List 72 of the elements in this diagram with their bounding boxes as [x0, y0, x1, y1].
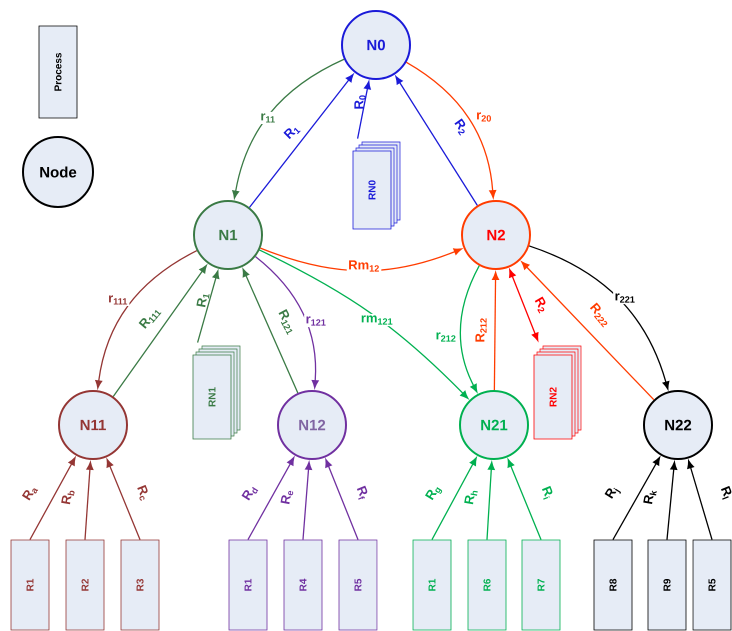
- process-box: R6: [468, 540, 506, 630]
- arrow: [232, 58, 344, 199]
- arrow: [242, 268, 298, 394]
- arrow: [521, 261, 654, 400]
- process-box: R1: [228, 540, 268, 630]
- edge-label: R$_{i}$: [542, 486, 552, 500]
- arrow: [612, 456, 660, 540]
- arrow: [112, 264, 207, 397]
- edge-label: r$_{111}$: [106, 294, 130, 306]
- edge-label: R$_{d}$: [242, 486, 258, 500]
- process-box: R1: [10, 540, 50, 630]
- edge-label: R$_{111}$: [138, 310, 162, 329]
- arrow: [431, 457, 477, 540]
- edge-label: R$_{2}$: [534, 296, 546, 314]
- edge-label: R$_{l}$: [721, 486, 732, 500]
- edge-label: R$_{2}$: [454, 118, 466, 136]
- edge-label: r$_{20}$: [474, 110, 494, 124]
- process-box: R4: [284, 540, 322, 630]
- process-box: R2: [66, 540, 104, 630]
- edge-label: R$_{j}$: [604, 488, 621, 499]
- edge-label: r$_{212}$: [434, 330, 458, 344]
- process-box: R5: [338, 540, 378, 630]
- edge-label: r$_{121}$: [304, 314, 328, 328]
- edge-label: R$_{b}$: [61, 490, 75, 504]
- process-box: R8: [594, 540, 632, 630]
- edge-label: R$_{g}$: [425, 487, 442, 500]
- document-stack: RN1: [192, 346, 240, 440]
- arrow: [406, 62, 496, 198]
- arrow: [196, 270, 220, 343]
- process-box: R9: [648, 540, 686, 630]
- edge-label: R$_{c}$: [137, 484, 148, 501]
- arrow: [666, 462, 678, 540]
- arrow: [356, 81, 371, 139]
- arrow: [687, 460, 713, 540]
- document-stack: RN2: [534, 346, 582, 440]
- arrow: [395, 76, 478, 206]
- edge-label: R$_{1}$: [283, 128, 301, 140]
- arrow: [249, 74, 354, 208]
- arrow: [460, 265, 480, 392]
- arrow: [486, 462, 495, 540]
- arrow: [84, 462, 94, 540]
- process-box: R3: [120, 540, 160, 630]
- edge-label: Rm$_{12}$: [346, 258, 382, 274]
- arrow: [509, 269, 538, 341]
- arrow: [95, 250, 198, 388]
- edge-label: R$_{121}$: [278, 309, 292, 335]
- arrow: [302, 462, 312, 540]
- edge-label: R$_{212}$: [475, 318, 487, 342]
- document-stack: RN0: [352, 142, 400, 230]
- arrow: [247, 457, 294, 540]
- edge-label: R$_{1}$: [196, 294, 210, 308]
- edge-label: R$_{k}$: [643, 490, 657, 504]
- arrow: [259, 250, 468, 399]
- process-box: Process: [38, 26, 78, 118]
- arrow: [529, 245, 670, 390]
- edge-label: R$_{a}$: [22, 488, 38, 500]
- edge-label: rm$_{121}$: [359, 314, 395, 326]
- process-box: R1: [412, 540, 452, 630]
- edge-label: R$_{0}$: [354, 95, 366, 109]
- edge-label: r$_{11}$: [258, 112, 278, 124]
- edge-label: R$_{e}$: [280, 490, 294, 504]
- edge-label: r$_{221}$: [613, 292, 637, 304]
- edge-label: R$_{h}$: [464, 490, 478, 504]
- arrow: [325, 459, 359, 540]
- arrow: [29, 457, 76, 540]
- process-box: R7: [522, 540, 560, 630]
- arrow: [255, 256, 319, 388]
- process-box: R5: [692, 540, 732, 630]
- arrow: [492, 272, 500, 390]
- arrow: [508, 459, 542, 540]
- edge-label: R$_{f}$: [356, 486, 368, 500]
- arrow: [106, 459, 141, 540]
